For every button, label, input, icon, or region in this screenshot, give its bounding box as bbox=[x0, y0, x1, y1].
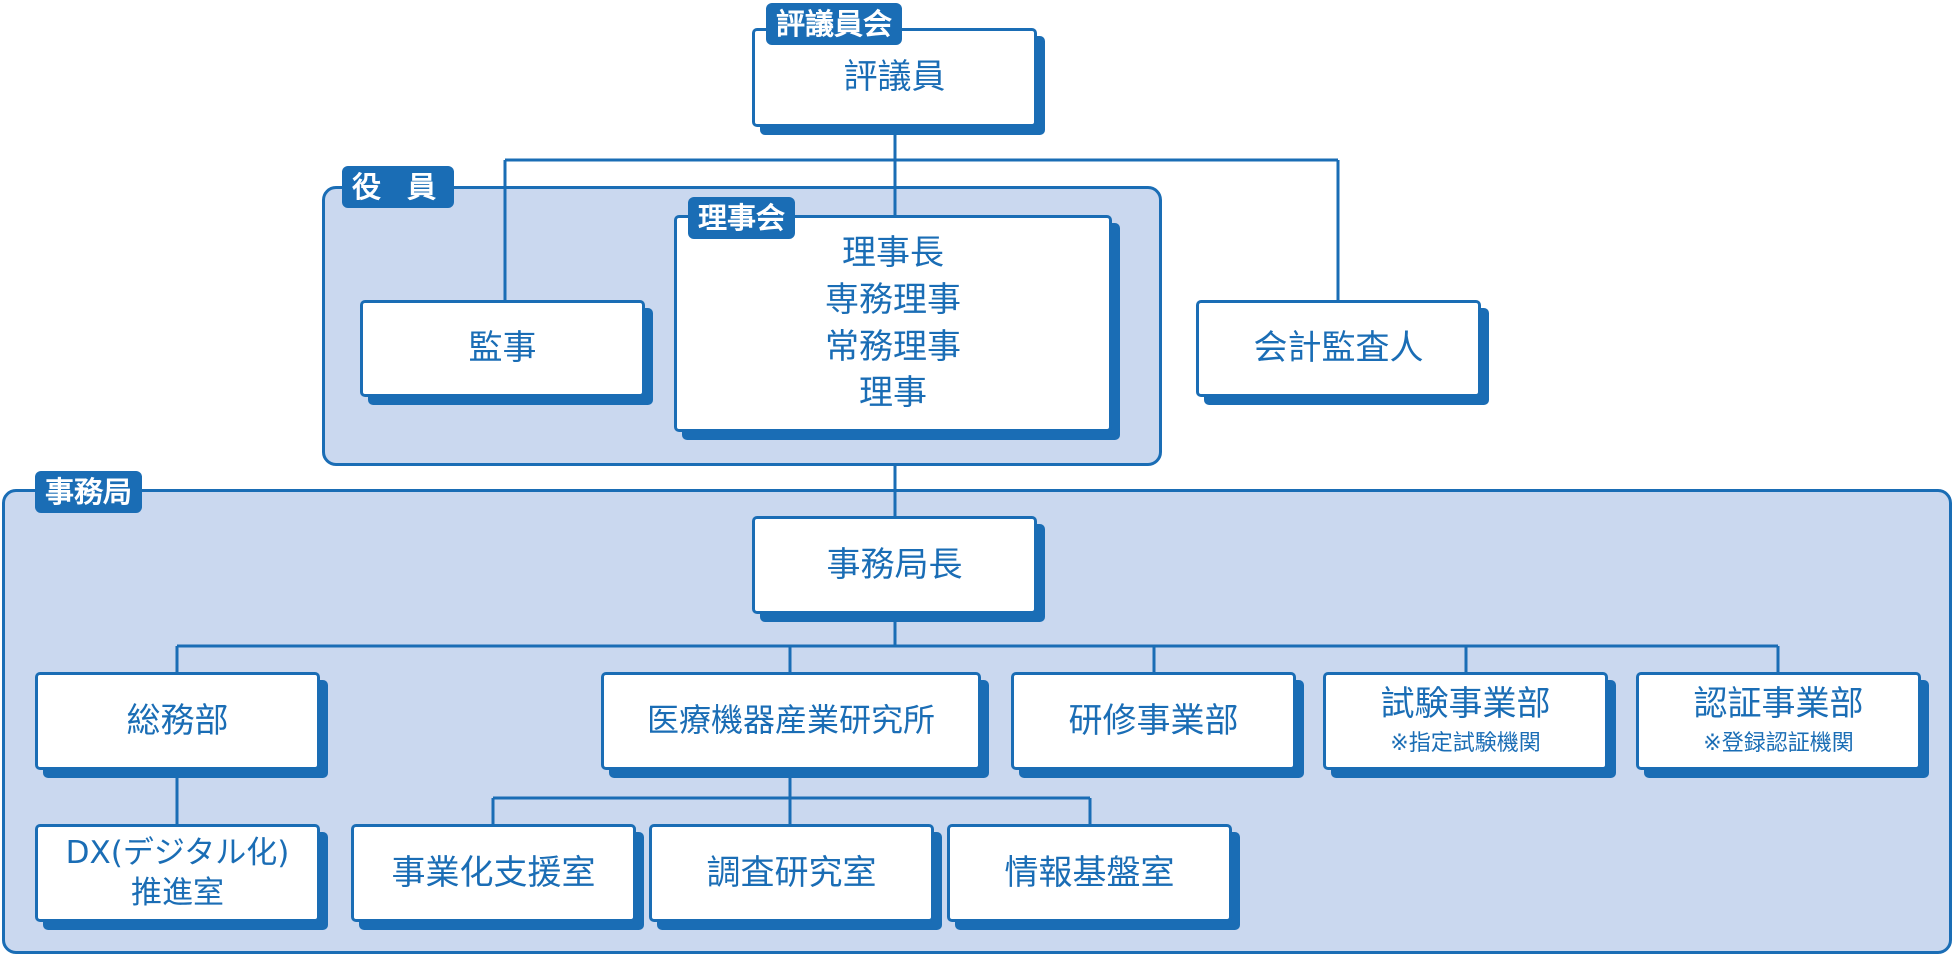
auditor-box: 監事 bbox=[360, 300, 645, 397]
council-label: 評議員会 bbox=[766, 3, 903, 45]
board-line-2: 専務理事 bbox=[825, 279, 961, 320]
infrastructure-office-box: 情報基盤室 bbox=[947, 824, 1232, 922]
board-label: 理事会 bbox=[688, 197, 796, 239]
general-affairs-box: 総務部 bbox=[35, 672, 320, 770]
board-line-3: 常務理事 bbox=[825, 326, 961, 367]
council-member-text: 評議員 bbox=[843, 57, 946, 98]
officers-label: 役 員 bbox=[342, 166, 455, 208]
certification-note: ※登録認証機関 bbox=[1703, 730, 1854, 756]
institute-box: 医療機器産業研究所 bbox=[601, 672, 981, 770]
research-office-box: 調査研究室 bbox=[649, 824, 934, 922]
board-line-1: 理事長 bbox=[842, 232, 944, 273]
research-office-text: 調査研究室 bbox=[706, 852, 877, 893]
secretariat-head-box: 事務局長 bbox=[752, 516, 1037, 614]
general-affairs-text: 総務部 bbox=[126, 700, 229, 741]
testing-text: 試験事業部 bbox=[1380, 684, 1551, 725]
certification-text: 認証事業部 bbox=[1693, 684, 1864, 725]
auditor-text: 監事 bbox=[468, 328, 537, 369]
training-text: 研修事業部 bbox=[1068, 700, 1239, 741]
accountant-box: 会計監査人 bbox=[1196, 300, 1481, 397]
dx-office-line-1: DX(デジタル化) bbox=[65, 834, 290, 871]
accountant-text: 会計監査人 bbox=[1253, 328, 1424, 369]
institute-text: 医療機器産業研究所 bbox=[646, 701, 935, 740]
secretariat-label: 事務局 bbox=[35, 471, 143, 513]
testing-box: 試験事業部 ※指定試験機関 bbox=[1323, 672, 1608, 770]
biz-support-office-box: 事業化支援室 bbox=[351, 824, 636, 922]
board-box: 理事長 専務理事 常務理事 理事 bbox=[674, 215, 1112, 432]
biz-support-office-text: 事業化支援室 bbox=[391, 852, 596, 893]
infrastructure-office-text: 情報基盤室 bbox=[1004, 852, 1175, 893]
testing-note: ※指定試験機関 bbox=[1390, 730, 1541, 756]
dx-office-box: DX(デジタル化) 推進室 bbox=[35, 824, 320, 922]
training-box: 研修事業部 bbox=[1011, 672, 1296, 770]
certification-box: 認証事業部 ※登録認証機関 bbox=[1636, 672, 1921, 770]
board-line-4: 理事 bbox=[859, 373, 927, 414]
secretariat-head-text: 事務局長 bbox=[826, 544, 963, 585]
dx-office-line-2: 推進室 bbox=[131, 875, 224, 911]
